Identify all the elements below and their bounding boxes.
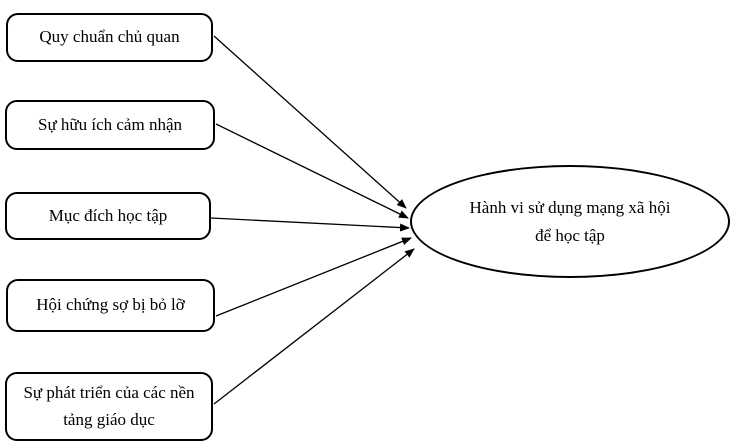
factor-label: Sự phát triển của các nền tảng giáo dục (23, 383, 195, 429)
outcome-ellipse-hanh-vi-su-dung: Hành vi sử dụng mạng xã hội để học tập (410, 165, 730, 278)
edge-arrow-2 (215, 123, 409, 219)
factor-label: Quy chuẩn chủ quan (39, 27, 180, 47)
edge-arrow-1 (213, 35, 407, 209)
outcome-label: Hành vi sử dụng mạng xã hội để học tập (469, 198, 671, 245)
factor-label: Hội chứng sợ bị bỏ lỡ (36, 295, 185, 315)
factor-box-quy-chuan-chu-quan: Quy chuẩn chủ quan (6, 13, 213, 62)
edge-arrow-5 (213, 248, 415, 405)
edge-arrow-4 (215, 237, 412, 317)
factor-box-su-huu-ich-cam-nhan: Sự hữu ích cảm nhận (5, 100, 215, 150)
edge-arrow-3 (210, 217, 410, 232)
factor-label: Mục đích học tập (48, 205, 168, 225)
factor-box-su-phat-trien-nen-tang: Sự phát triển của các nền tảng giáo dục (5, 372, 213, 441)
factor-label: Sự hữu ích cảm nhận (37, 114, 182, 134)
factor-box-hoi-chung-so-bi-bo-lo: Hội chứng sợ bị bỏ lỡ (6, 279, 215, 332)
factor-box-muc-dich-hoc-tap: Mục đích học tập (5, 192, 211, 240)
